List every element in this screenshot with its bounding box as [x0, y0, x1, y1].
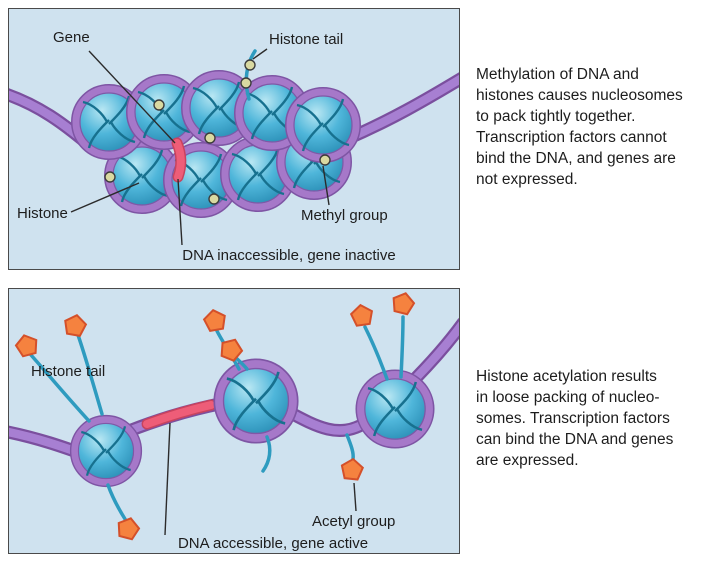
gene-label: Gene — [53, 29, 90, 46]
histone-tail — [363, 325, 389, 381]
methyl-group-label: Methyl group — [301, 207, 388, 224]
label-pointer-lines — [164, 422, 357, 536]
acetylation-description: Histone acetylation results in loose pac… — [476, 368, 674, 469]
methyl-group-icon — [319, 154, 331, 166]
acetylation-diagram — [9, 289, 459, 542]
acetyl-group-icon — [339, 456, 365, 481]
histone-tail — [76, 333, 104, 416]
methyl-group-icon — [104, 171, 116, 183]
histone-tail — [244, 49, 257, 101]
methyl-group-icon — [240, 77, 252, 89]
histone-label: Histone — [17, 205, 68, 222]
acetylation-panel: Histone tail Acetyl group DNA accessible… — [8, 288, 460, 554]
nucleosome — [357, 371, 434, 448]
methyl-groups — [104, 59, 331, 205]
histone-tail-label: Histone tail — [269, 31, 344, 48]
nucleosome — [286, 88, 360, 162]
methyl-group-icon — [208, 193, 220, 205]
methylation-caption: DNA inaccessible, gene inactive — [182, 247, 396, 264]
histone-tail-label: Histone tail — [31, 363, 106, 380]
methylation-description: Methylation of DNA and histones causes n… — [476, 66, 683, 188]
methyl-group-icon — [204, 132, 216, 144]
acetyl-group-icon — [389, 289, 417, 317]
acetyl-group-icon — [349, 302, 375, 328]
histone-tail — [399, 315, 405, 379]
label-pointer-lines — [70, 48, 330, 246]
gene-segment — [177, 143, 181, 177]
histone-tail — [29, 353, 91, 423]
methylation-panel: Gene Histone tail Histone Methyl group D… — [8, 8, 460, 270]
nucleosome — [215, 360, 298, 443]
acetylation-caption: DNA accessible, gene active — [177, 535, 369, 552]
methylation-diagram — [9, 48, 459, 246]
histone-tail — [261, 435, 272, 473]
histone-tail — [345, 433, 355, 461]
acetyl-group-icon — [13, 331, 41, 359]
histone-tail — [106, 483, 127, 521]
acetyl-group-icon — [201, 307, 228, 333]
acetyl-group-icon — [62, 312, 89, 338]
acetyl-group-label: Acetyl group — [312, 513, 396, 530]
nucleosome — [71, 416, 141, 486]
methyl-group-icon — [153, 99, 165, 111]
methyl-group-icon — [244, 59, 256, 71]
nucleosomes — [71, 360, 434, 487]
